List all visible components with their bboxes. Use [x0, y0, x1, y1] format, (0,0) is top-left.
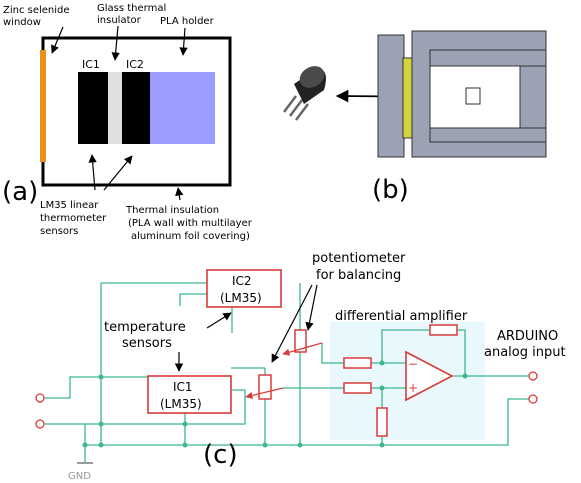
lm35-arrow-1 [88, 154, 97, 191]
ic1-box-line1: IC1 [173, 380, 193, 394]
wire-junctions [82, 360, 468, 448]
glass-label-line1: Glass thermal [97, 3, 166, 14]
panel-a: IC1 IC2 Zinc selenide window Glass therm… [2, 3, 253, 242]
input-terminal-2 [35, 419, 45, 429]
gnd-label: GND [68, 471, 91, 482]
ic1-block [78, 72, 108, 144]
temp-sensors-line1: temperature [104, 320, 186, 335]
glass-insulator [108, 72, 122, 144]
ic2-sensor-box [206, 269, 282, 308]
output-terminal-1 [528, 371, 538, 381]
input-terminal-1 [35, 393, 45, 403]
device-cross-section [377, 30, 547, 158]
pla-holder-label: PLA holder [160, 16, 215, 27]
panel-b: (b) [283, 30, 547, 205]
arduino-label-line2: analog input [484, 345, 566, 360]
ic1-sensor-box [147, 375, 232, 414]
resistor-ground [376, 407, 388, 437]
resistor-plus-input [343, 382, 372, 394]
panel-c-label: (c) [203, 440, 238, 470]
output-terminal-2 [528, 394, 538, 404]
zinc-label-line1: Zinc selenide [3, 5, 70, 16]
insulation-label-line3: aluminum foil covering) [131, 231, 250, 242]
resistor-feedback [429, 324, 458, 336]
op-amp-triangle [405, 350, 454, 402]
op-amp-plus: + [408, 381, 418, 395]
pla-holder-block [150, 72, 215, 144]
potentiometer-label-line1: potentiometer [312, 251, 406, 266]
ic2-box-line1: IC2 [232, 274, 252, 288]
ic1-box-line2: (LM35) [160, 397, 202, 411]
zinc-arrow [51, 26, 64, 54]
lm35-transistor-icon [283, 66, 326, 121]
potentiometer-arrow-1 [305, 284, 318, 331]
lm35-arrow-2 [103, 155, 133, 191]
potentiometer-arrow-2 [271, 284, 313, 363]
ic2-label: IC2 [126, 58, 144, 71]
ic2-block [122, 72, 150, 144]
pla-holder-arrow [179, 27, 188, 56]
ic1-label: IC1 [82, 58, 100, 71]
glass-arrow [111, 25, 120, 61]
potentiometer-label-line2: for balancing [316, 268, 401, 283]
op-amp-minus: − [408, 357, 418, 371]
lm35-label-line3: sensors [40, 226, 78, 237]
potentiometer-bottom [258, 374, 272, 400]
lm35-label-line2: thermometer [40, 213, 107, 224]
potentiometer-top-wiper [282, 342, 323, 356]
panel-b-label: (b) [372, 175, 409, 205]
potentiometer-bottom-wiper [245, 387, 284, 399]
temp-sensors-line2: sensors [122, 336, 172, 351]
lm35-label-line1: LM35 linear [40, 200, 99, 211]
panel-a-label: (a) [2, 177, 38, 207]
glass-label-line2: insulator [97, 15, 142, 26]
arduino-label-line1: ARDUINO [497, 329, 558, 344]
zinc-selenide-window [40, 50, 46, 162]
insulation-label-line1: Thermal insulation [125, 205, 219, 216]
zinc-label-line2: window [3, 17, 41, 28]
insulation-label-line2: (PLA wall with multilayer [128, 218, 253, 229]
diff-amp-label: differential amplifier [335, 309, 468, 324]
ic2-box-line2: (LM35) [220, 291, 262, 305]
panel-c: GND IC2 (LM35) IC1 (LM35) temperature se… [35, 251, 566, 482]
resistor-minus-input [343, 357, 372, 369]
potentiometer-top [294, 329, 307, 353]
circuit-wires [45, 282, 530, 462]
temp-sensors-arrow-up [206, 312, 232, 329]
insulation-arrow [175, 187, 184, 201]
